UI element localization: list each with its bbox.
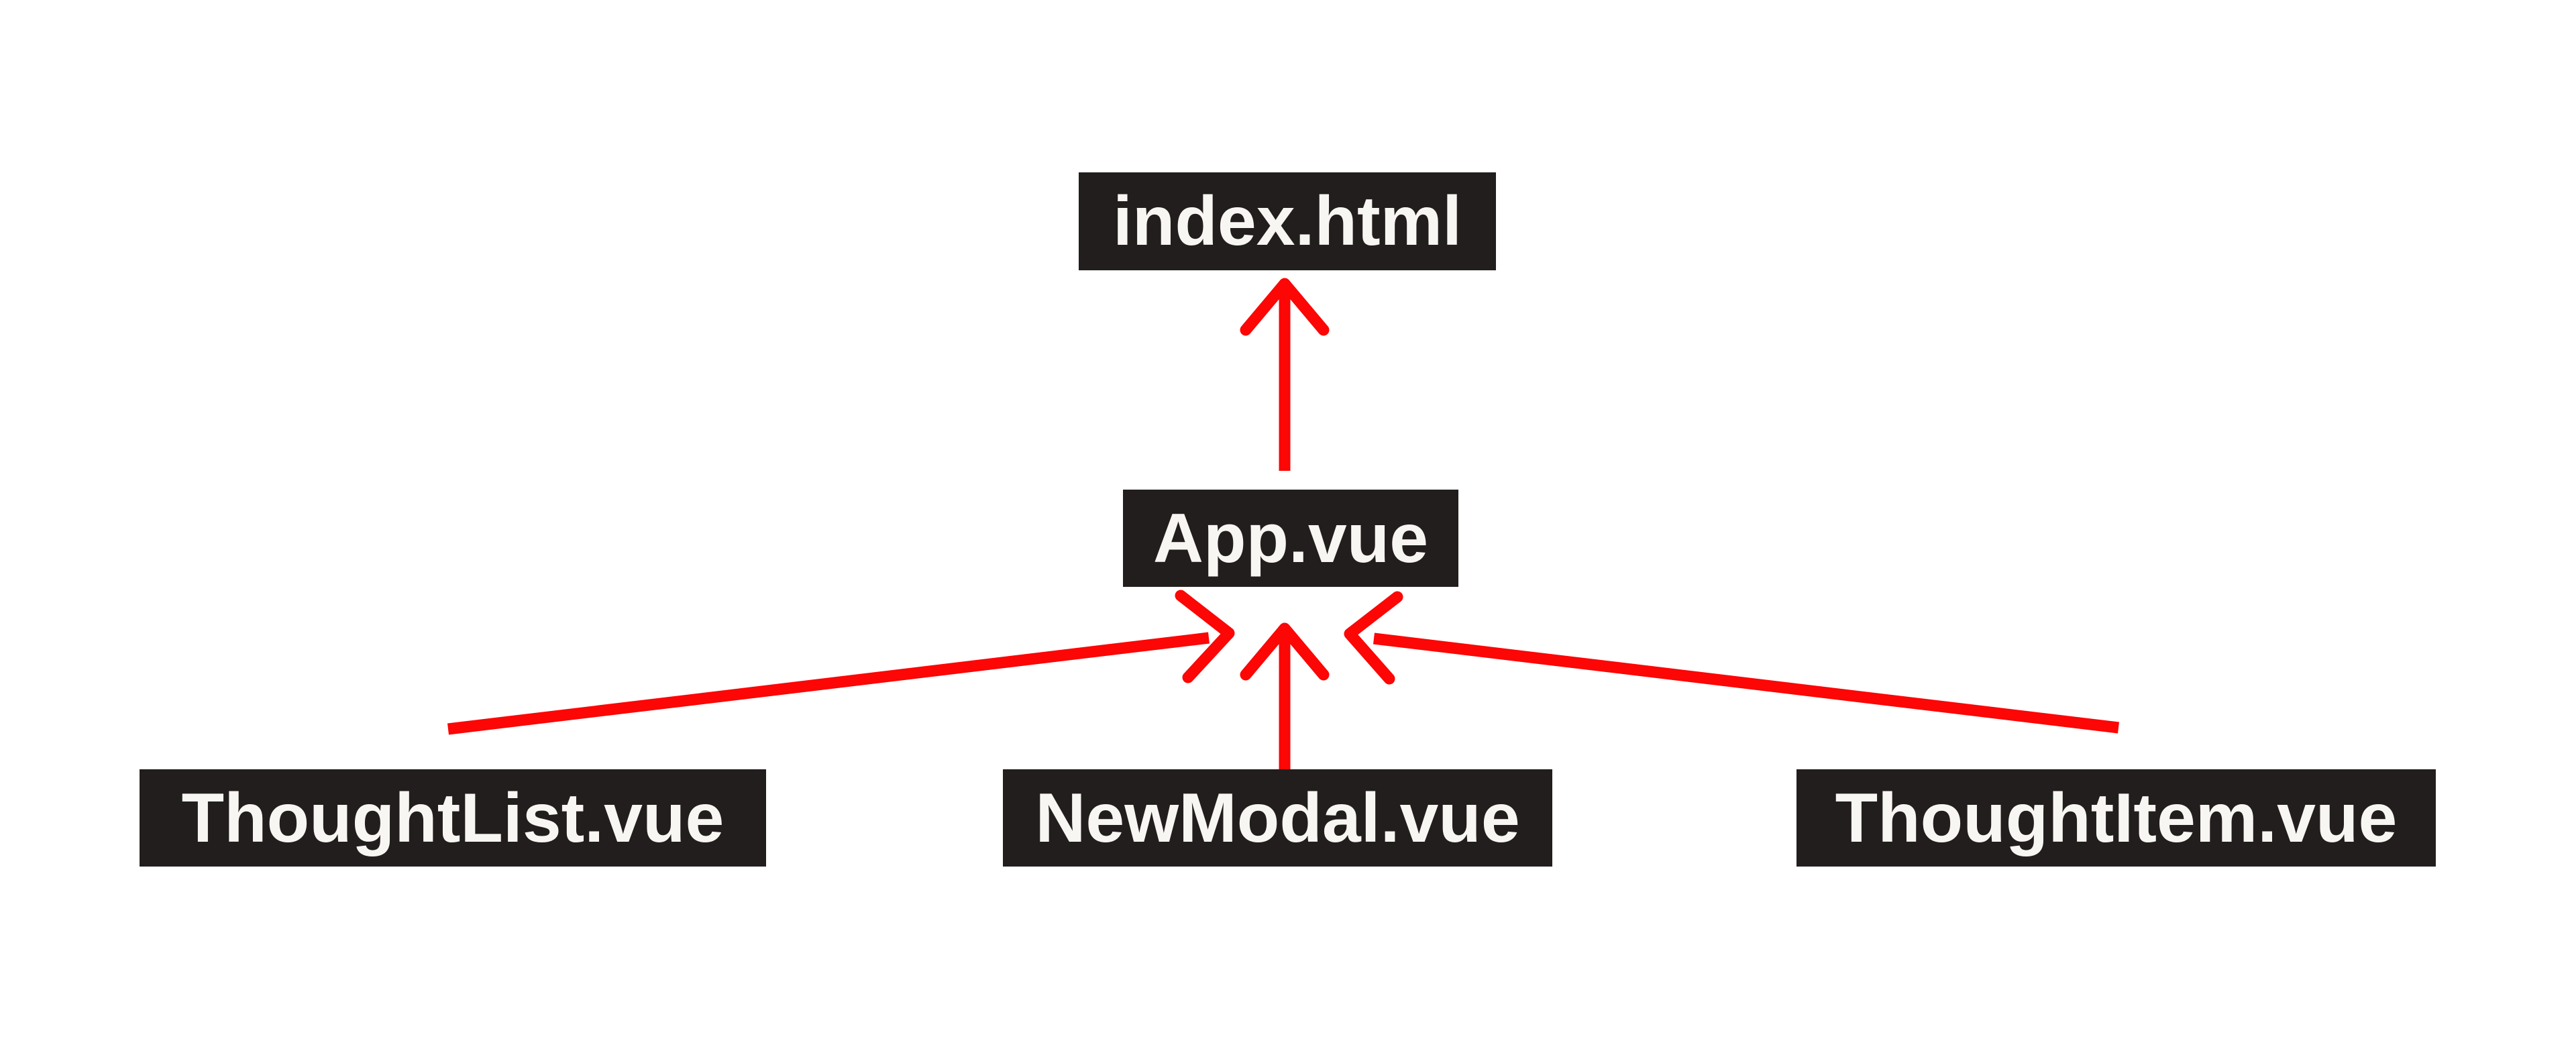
arrow-app-to-index: [1240, 278, 1330, 471]
node-app-vue: App.vue: [1123, 490, 1458, 587]
arrow-head-up-icon: [1240, 622, 1330, 681]
node-newmodal-vue: NewModal.vue: [1003, 769, 1552, 867]
arrow-head-left-icon: [1344, 591, 1403, 685]
arrow-head-up-icon: [1240, 278, 1330, 336]
arrow-shaft: [1373, 632, 2120, 734]
arrow-newmodal-to-app: [1240, 622, 1330, 770]
node-thoughtitem-vue: ThoughtItem.vue: [1796, 769, 2436, 867]
arrow-thoughtitem-to-app: [1344, 591, 2120, 734]
node-index-html: index.html: [1079, 172, 1496, 270]
arrow-thoughtlist-to-app: [447, 590, 1235, 735]
arrow-shaft: [447, 632, 1210, 735]
arrow-head-right-icon: [1175, 590, 1235, 683]
node-thoughtlist-vue: ThoughtList.vue: [140, 769, 766, 867]
